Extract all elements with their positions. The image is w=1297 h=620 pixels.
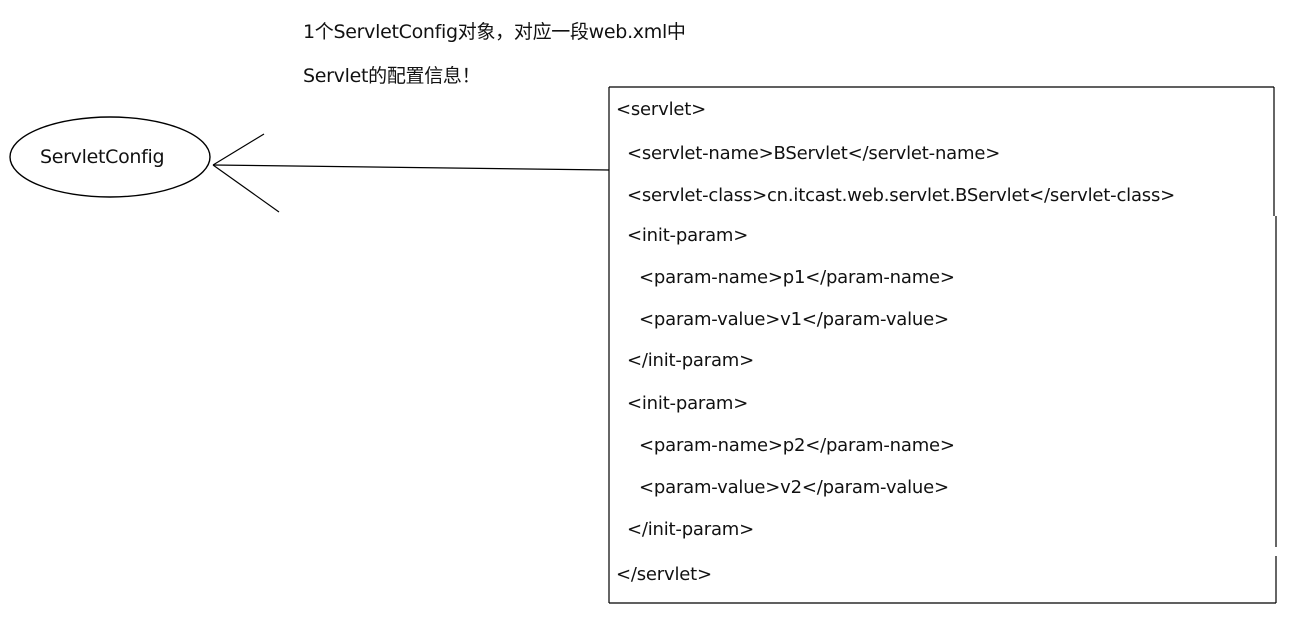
- caption-line-1: 1个ServletConfig对象，对应一段web.xml中: [303, 21, 686, 43]
- xml-line-init-param-open-1: <init-param>: [627, 225, 749, 246]
- xml-line-param-value-1: <param-value>v1</param-value>: [639, 309, 949, 330]
- xml-line-param-name-2: <param-name>p2</param-name>: [639, 435, 955, 456]
- arrow-head-upper: [212, 133, 265, 166]
- xml-line-servlet-open: <servlet>: [616, 99, 707, 120]
- servletconfig-label: ServletConfig: [40, 146, 165, 168]
- xml-line-init-param-open-2: <init-param>: [627, 393, 749, 414]
- xml-line-param-name-1: <param-name>p1</param-name>: [639, 267, 955, 288]
- arrow-head-lower: [212, 164, 280, 213]
- xml-line-servlet-close: </servlet>: [616, 564, 712, 585]
- connector-line: [212, 164, 610, 171]
- xml-line-init-param-close-1: </init-param>: [627, 350, 755, 371]
- servletconfig-ellipse: [9, 116, 211, 198]
- caption-line-2: Servlet的配置信息！: [303, 65, 481, 87]
- xml-line-servlet-name: <servlet-name>BServlet</servlet-name>: [627, 143, 1001, 164]
- xml-line-init-param-close-2: </init-param>: [627, 519, 755, 540]
- xml-line-param-value-2: <param-value>v2</param-value>: [639, 477, 949, 498]
- xml-line-servlet-class: <servlet-class>cn.itcast.web.servlet.BSe…: [627, 185, 1176, 206]
